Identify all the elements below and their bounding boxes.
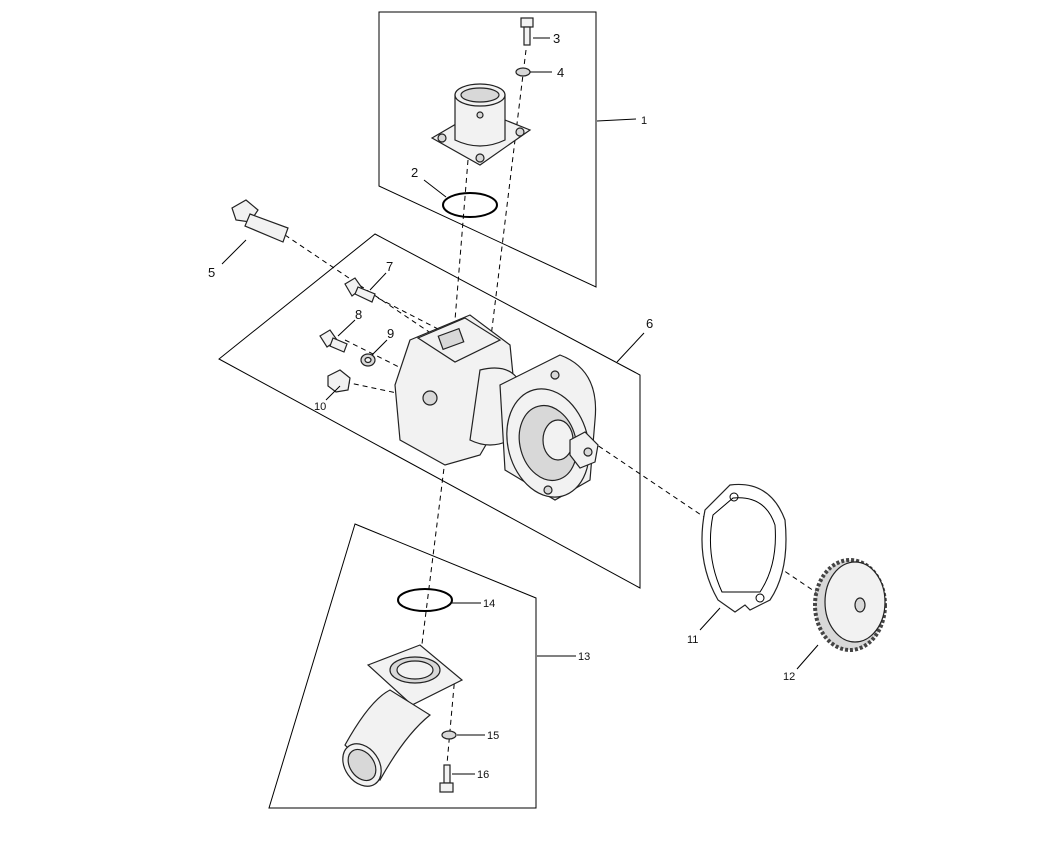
- callout-8: 8: [355, 307, 362, 322]
- callout-6: 6: [646, 316, 653, 331]
- callout-10: 10: [314, 401, 326, 413]
- callout-1: 1: [641, 115, 647, 127]
- callout-16: 16: [477, 769, 489, 781]
- outlet-housing: [430, 83, 532, 166]
- water-pump-body: [394, 314, 599, 501]
- bolt-7: [344, 277, 376, 303]
- callout-3: 3: [553, 31, 560, 46]
- bolt-5: [231, 199, 289, 243]
- washer-4: [515, 67, 531, 77]
- callout-14: 14: [483, 598, 495, 610]
- panel-outlet-assembly: [378, 11, 597, 288]
- bolt-3: [520, 17, 534, 46]
- bolt-8: [319, 329, 348, 353]
- leader-lines: [221, 37, 819, 775]
- washer-15: [441, 730, 457, 740]
- callout-4: 4: [557, 65, 564, 80]
- panel-inlet-assembly: [268, 523, 537, 809]
- callout-5: 5: [208, 265, 215, 280]
- bolt-16: [439, 764, 454, 793]
- callout-12: 12: [783, 671, 795, 683]
- callout-9: 9: [387, 326, 394, 341]
- panel-pump-assembly: [218, 233, 641, 589]
- o-ring-2: [442, 192, 498, 218]
- plug-10: [327, 369, 351, 393]
- gear-12: [813, 558, 887, 652]
- callout-13: 13: [578, 651, 590, 663]
- callout-2: 2: [411, 165, 418, 180]
- washer-9: [360, 353, 376, 367]
- inlet-elbow: [342, 644, 464, 787]
- callout-11: 11: [687, 634, 698, 646]
- gasket-11: [701, 483, 787, 613]
- o-ring-14: [397, 588, 453, 612]
- callout-7: 7: [386, 259, 393, 274]
- callout-15: 15: [487, 730, 499, 742]
